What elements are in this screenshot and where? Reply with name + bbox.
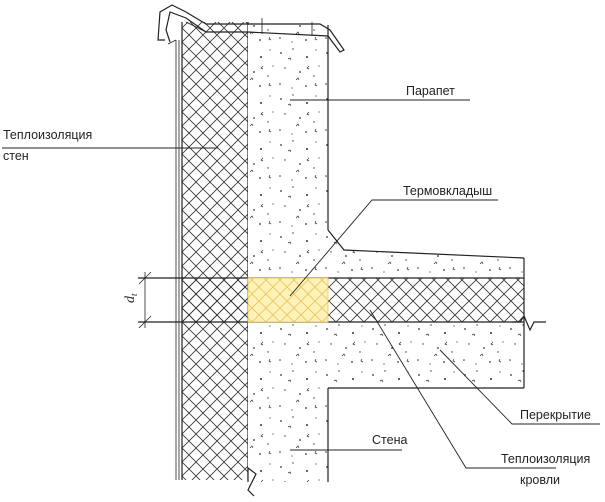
outer-facing-layer xyxy=(175,40,180,480)
label-parapet: Парапет xyxy=(406,84,455,98)
label-roof-insulation-2: кровли xyxy=(520,473,560,487)
dimension-dt: dt xyxy=(123,271,152,329)
roof-insulation-layer xyxy=(138,258,525,388)
labels: Теплоизоляция стен Парапет Термовкладыш … xyxy=(3,84,591,487)
label-wall-insulation-1: Теплоизоляция xyxy=(3,128,92,142)
wall-insulation-layer xyxy=(181,22,249,480)
dimension-label: dt xyxy=(123,293,139,303)
roof-screed xyxy=(327,229,525,278)
label-floor-slab: Перекрытие xyxy=(520,408,591,422)
label-roof-insulation-1: Теплоизоляция xyxy=(501,452,590,466)
label-wall: Стена xyxy=(372,433,407,447)
parapet-cap xyxy=(157,4,345,53)
label-wall-insulation-2: стен xyxy=(3,149,29,163)
leader-lines xyxy=(2,99,600,469)
concrete-wall xyxy=(248,25,524,482)
slab-break-line xyxy=(512,314,546,332)
label-thermal-insert: Термовкладыш xyxy=(403,184,492,198)
wall-break-line xyxy=(247,466,257,497)
thermal-insert xyxy=(247,277,329,323)
